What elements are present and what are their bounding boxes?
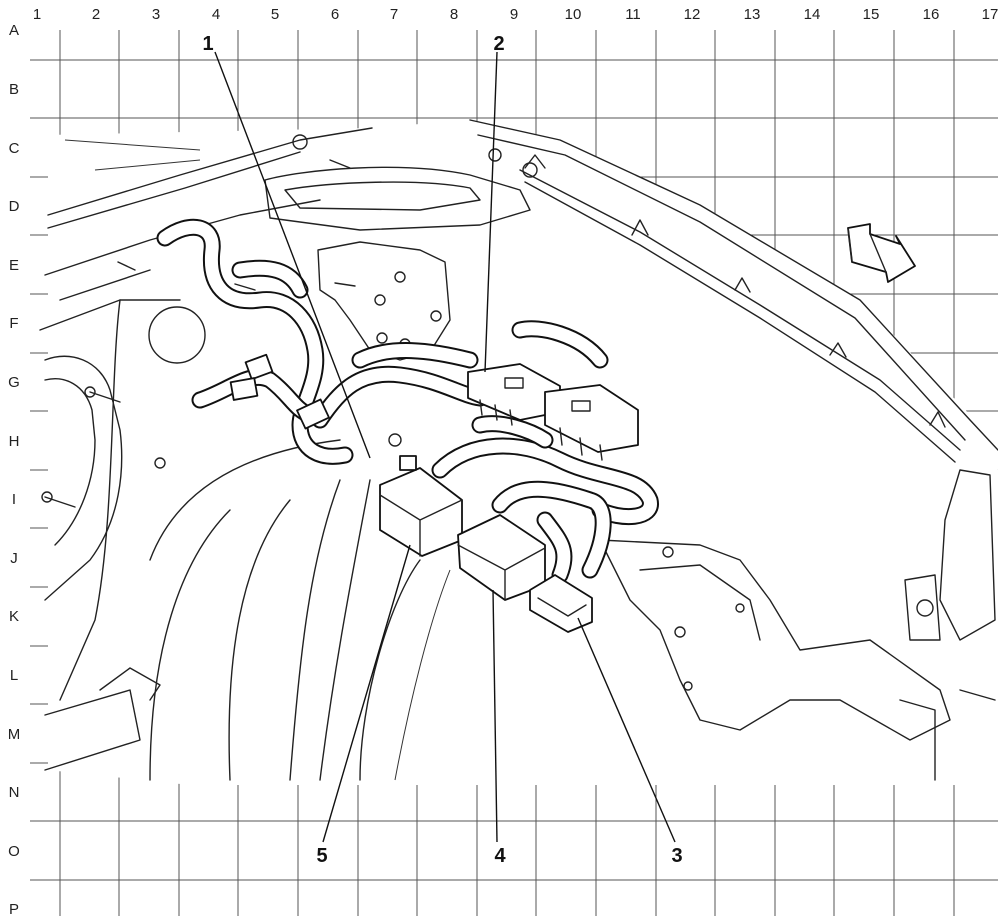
row-labels: A B C D E F G H I J K L M N O P bbox=[8, 22, 21, 916]
row-label: J bbox=[10, 550, 18, 567]
column-label: 14 bbox=[804, 6, 821, 23]
row-label: A bbox=[9, 22, 19, 39]
column-label: 17 bbox=[982, 6, 998, 23]
front-direction-arrow-icon bbox=[847, 223, 916, 283]
column-label: 11 bbox=[625, 6, 641, 23]
row-label: F bbox=[9, 315, 18, 332]
callout-leaders bbox=[214, 51, 676, 843]
leader-line-2 bbox=[484, 51, 498, 373]
connector-item-3 bbox=[529, 574, 593, 633]
module-item-2 bbox=[467, 363, 639, 461]
leader-line-5 bbox=[322, 544, 411, 843]
column-label: 15 bbox=[863, 6, 880, 23]
column-label: 4 bbox=[212, 6, 220, 23]
column-label: 16 bbox=[923, 6, 940, 23]
row-label: G bbox=[8, 374, 20, 391]
column-label: 13 bbox=[744, 6, 761, 23]
column-label: 5 bbox=[271, 6, 279, 23]
row-label: M bbox=[8, 726, 21, 743]
callout-3: 3 bbox=[671, 845, 682, 867]
column-label: 7 bbox=[390, 6, 398, 23]
column-label: 9 bbox=[510, 6, 518, 23]
column-label: 2 bbox=[92, 6, 100, 23]
leader-line-4 bbox=[492, 589, 498, 843]
row-label: K bbox=[9, 608, 19, 625]
row-label: C bbox=[9, 140, 20, 157]
callout-2: 2 bbox=[493, 33, 504, 55]
column-label: 10 bbox=[565, 6, 582, 23]
leader-line-1 bbox=[214, 51, 371, 459]
column-label: 12 bbox=[684, 6, 701, 23]
column-label: 6 bbox=[331, 6, 339, 23]
column-label: 8 bbox=[450, 6, 458, 23]
column-label: 3 bbox=[152, 6, 160, 23]
callout-labels: 1 2 3 4 5 bbox=[202, 33, 682, 867]
column-label: 1 bbox=[33, 6, 41, 23]
row-label: D bbox=[9, 198, 20, 215]
row-label: N bbox=[9, 784, 20, 801]
row-label: H bbox=[9, 433, 20, 450]
row-label: P bbox=[9, 901, 19, 916]
callout-5: 5 bbox=[316, 845, 327, 867]
wiring-harness bbox=[156, 218, 659, 584]
row-label: I bbox=[12, 491, 16, 508]
row-label: E bbox=[9, 257, 19, 274]
row-label: O bbox=[8, 843, 20, 860]
left-connector-cluster bbox=[229, 353, 330, 430]
connector-item-5 bbox=[379, 455, 463, 557]
row-label: B bbox=[9, 81, 19, 98]
row-label: L bbox=[10, 667, 18, 684]
callout-1: 1 bbox=[202, 33, 213, 55]
column-labels: 1 2 3 4 5 6 7 8 9 10 11 12 13 14 15 16 1… bbox=[33, 6, 998, 23]
leader-line-3 bbox=[577, 617, 676, 843]
callout-4: 4 bbox=[494, 845, 506, 867]
